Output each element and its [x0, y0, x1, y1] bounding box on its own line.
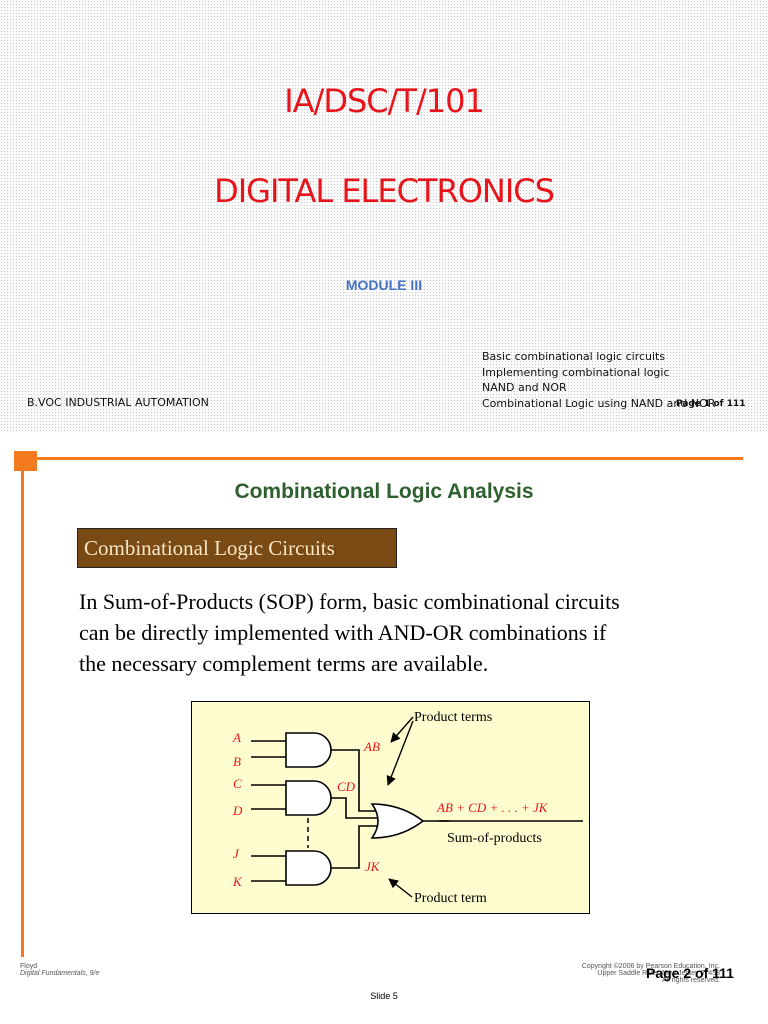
paragraph-line: In Sum-of-Products (SOP) form, basic com…: [79, 589, 620, 614]
module-label: MODULE III: [345, 277, 423, 293]
program-name: B.VOC INDUSTRIAL AUTOMATION: [27, 396, 209, 409]
paragraph-line: the necessary complement terms are avail…: [79, 651, 489, 676]
term-label: JK: [365, 859, 381, 874]
course-title: DIGITAL ELECTRONICS: [214, 172, 555, 210]
sum-of-products-label: Sum-of-products: [447, 831, 542, 846]
input-label: A: [232, 730, 241, 745]
body-paragraph: In Sum-of-Products (SOP) form, basic com…: [79, 586, 739, 679]
slide-number: Slide 5: [370, 991, 398, 1001]
and-gate-jk: [285, 850, 332, 886]
footer-line: Digital Fundamentals, 9/e: [20, 970, 100, 977]
page-divider: [0, 432, 768, 446]
and-gate-cd: [285, 780, 332, 816]
term-label: AB: [363, 739, 380, 754]
input-label: K: [232, 874, 243, 889]
slide-subheading: Combinational Logic Circuits: [77, 528, 397, 568]
topic-item: Implementing combinational logic: [482, 365, 670, 379]
input-label: C: [233, 776, 242, 791]
paragraph-line: can be directly implemented with AND-OR …: [79, 620, 607, 645]
product-terms-label: Product terms: [414, 710, 492, 725]
footer-author: Floyd Digital Fundamentals, 9/e: [20, 963, 99, 977]
page-indicator: Page 2 of 111: [646, 965, 734, 981]
product-term-label: Product term: [414, 891, 487, 906]
topic-item: Basic combinational logic circuits: [482, 350, 666, 363]
page-indicator: Page 1 of 111: [676, 399, 746, 409]
term-label: CD: [337, 779, 356, 794]
accent-bar-horizontal: [21, 457, 743, 460]
topic-item: NAND and NOR: [482, 381, 567, 394]
or-gate: [370, 803, 425, 839]
input-label: B: [233, 754, 241, 769]
topic-item: Combinational Logic using NAND and NOR: [482, 396, 716, 410]
footer-line: Floyd: [20, 963, 38, 970]
footer-line: Upper Saddle River, New Jersey 07458: [597, 970, 720, 977]
and-or-circuit-diagram: A B C D J K AB CD JK AB + CD + . . . + J…: [191, 701, 590, 914]
footer-copyright: Copyright ©2006 by Pearson Education, In…: [540, 963, 720, 984]
accent-bar-vertical: [21, 457, 24, 957]
slide-heading: Combinational Logic Analysis: [234, 480, 534, 503]
topic-list: Basic combinational logic circuits Imple…: [482, 349, 715, 411]
footer-line: Copyright ©2006 by Pearson Education, In…: [581, 963, 720, 970]
output-expression: AB + CD + . . . + JK: [436, 800, 549, 815]
footer-line: All rights reserved.: [662, 977, 720, 984]
input-label: D: [232, 803, 243, 818]
title-slide: IA/DSC/T/101 DIGITAL ELECTRONICS MODULE …: [0, 0, 768, 432]
accent-square: [14, 451, 37, 471]
input-label: J: [233, 846, 240, 861]
and-gate-ab: [285, 732, 332, 768]
course-code: IA/DSC/T/101: [284, 82, 485, 120]
